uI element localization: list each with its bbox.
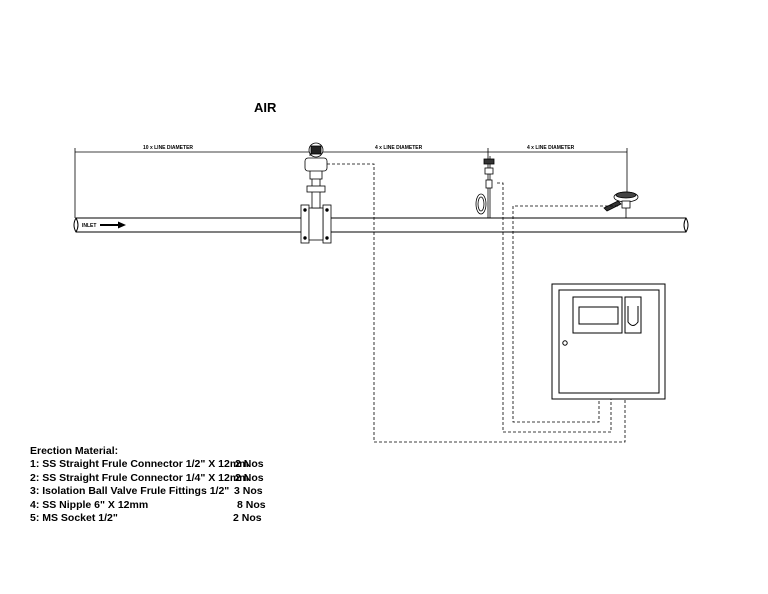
material-item-desc: 3: Isolation Ball Valve Frule Fittings 1…: [30, 485, 230, 498]
erection-material-heading: Erection Material:: [30, 445, 119, 457]
material-item-desc: 4: SS Nipple 6" X 12mm: [30, 498, 149, 511]
material-item-qty: 2 Nos: [235, 458, 264, 471]
material-item-desc: 2: SS Straight Frule Connector 1/4" X 12…: [30, 471, 249, 484]
dimension-label-3: 4 x LINE DIAMETER: [527, 145, 575, 151]
diagram-title: AIR: [254, 100, 277, 115]
material-item-desc: 5: MS Socket 1/2": [30, 511, 118, 524]
dimension-lines: [74, 148, 628, 218]
inlet-label: INLET: [82, 223, 96, 229]
material-item-desc: 1: SS Straight Frule Connector 1/2" X 12…: [30, 458, 249, 471]
material-item-5: 5: MS Socket 1/2" 2 Nos: [30, 511, 262, 525]
material-item-3: 3: Isolation Ball Valve Frule Fittings 1…: [30, 485, 263, 498]
temperature-sensor: [603, 191, 639, 218]
material-item-qty: 2 Nos: [235, 471, 264, 484]
material-item-qty: 8 Nos: [237, 498, 266, 511]
flow-meter: [300, 142, 332, 244]
signal-cables: [327, 163, 626, 443]
material-item-qty: 2 Nos: [233, 511, 262, 524]
pressure-transmitter: [475, 156, 495, 218]
flow-arrow: [100, 221, 126, 229]
erection-material-list: Erection Material: 1: SS Straight Frule …: [30, 445, 266, 525]
material-item-qty: 3 Nos: [234, 485, 263, 498]
dimension-label-2: 4 x LINE DIAMETER: [375, 145, 423, 151]
material-item-1: 1: SS Straight Frule Connector 1/2" X 12…: [30, 458, 264, 471]
main-pipe: [73, 217, 689, 233]
dimension-label-1: 10 x LINE DIAMETER: [143, 145, 193, 151]
material-item-2: 2: SS Straight Frule Connector 1/4" X 12…: [30, 472, 264, 485]
material-item-4: 4: SS Nipple 6" X 12mm 8 Nos: [30, 499, 266, 512]
flow-computer-panel: [551, 283, 666, 400]
